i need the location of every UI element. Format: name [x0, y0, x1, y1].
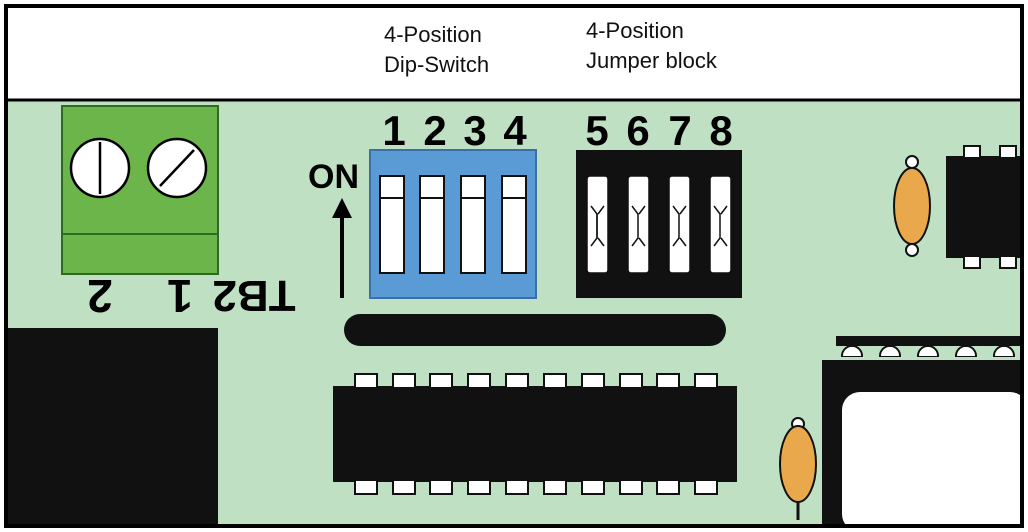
jumper-number-6: 6 [626, 107, 649, 154]
jumper-number-7: 7 [668, 107, 691, 154]
dip-switch [369, 149, 537, 299]
ic-chip-pins [354, 373, 718, 495]
tb2-pin1-label: 1 [167, 270, 193, 322]
outer-frame-border [4, 4, 1024, 528]
dip-number-2: 2 [423, 107, 446, 154]
left-component [8, 328, 218, 524]
jumper-block [576, 150, 742, 298]
dip-switch-lever-2[interactable] [419, 175, 445, 274]
jumper-8[interactable] [709, 175, 732, 274]
jumper-number-8: 8 [709, 107, 732, 154]
screw-slot-1 [159, 149, 195, 187]
on-label: ON [308, 158, 359, 196]
dip-number-4: 4 [503, 107, 527, 154]
dip-title-line1: 4-Position [384, 22, 482, 47]
dip-number-3: 3 [463, 107, 486, 154]
jumper-number-5: 5 [585, 107, 608, 154]
tb2-label: TB2 [212, 271, 295, 320]
jumper-title-line2: Jumper block [586, 48, 718, 73]
capacitor-bottom [779, 417, 817, 520]
on-arrow-icon [332, 198, 352, 218]
tb2-pin2-label: 2 [87, 270, 113, 322]
dip-switch-lever-1[interactable] [379, 175, 405, 274]
dip-number-1: 1 [382, 107, 405, 154]
board-slot [344, 314, 726, 346]
right-top-chip [946, 145, 1022, 269]
ic-chip-body [333, 386, 737, 482]
terminal-block-tb2 [61, 105, 219, 275]
jumper-5[interactable] [586, 175, 609, 274]
dip-switch-lever-4[interactable] [501, 175, 527, 274]
jumper-6[interactable] [627, 175, 650, 274]
dip-switch-lever-3[interactable] [460, 175, 486, 274]
jumper-title-line1: 4-Position [586, 18, 684, 43]
capacitor-top [893, 155, 931, 257]
dip-title-line2: Dip-Switch [384, 52, 489, 77]
ic-chip [333, 373, 737, 495]
ic-socket [822, 336, 1028, 532]
jumper-7[interactable] [668, 175, 691, 274]
